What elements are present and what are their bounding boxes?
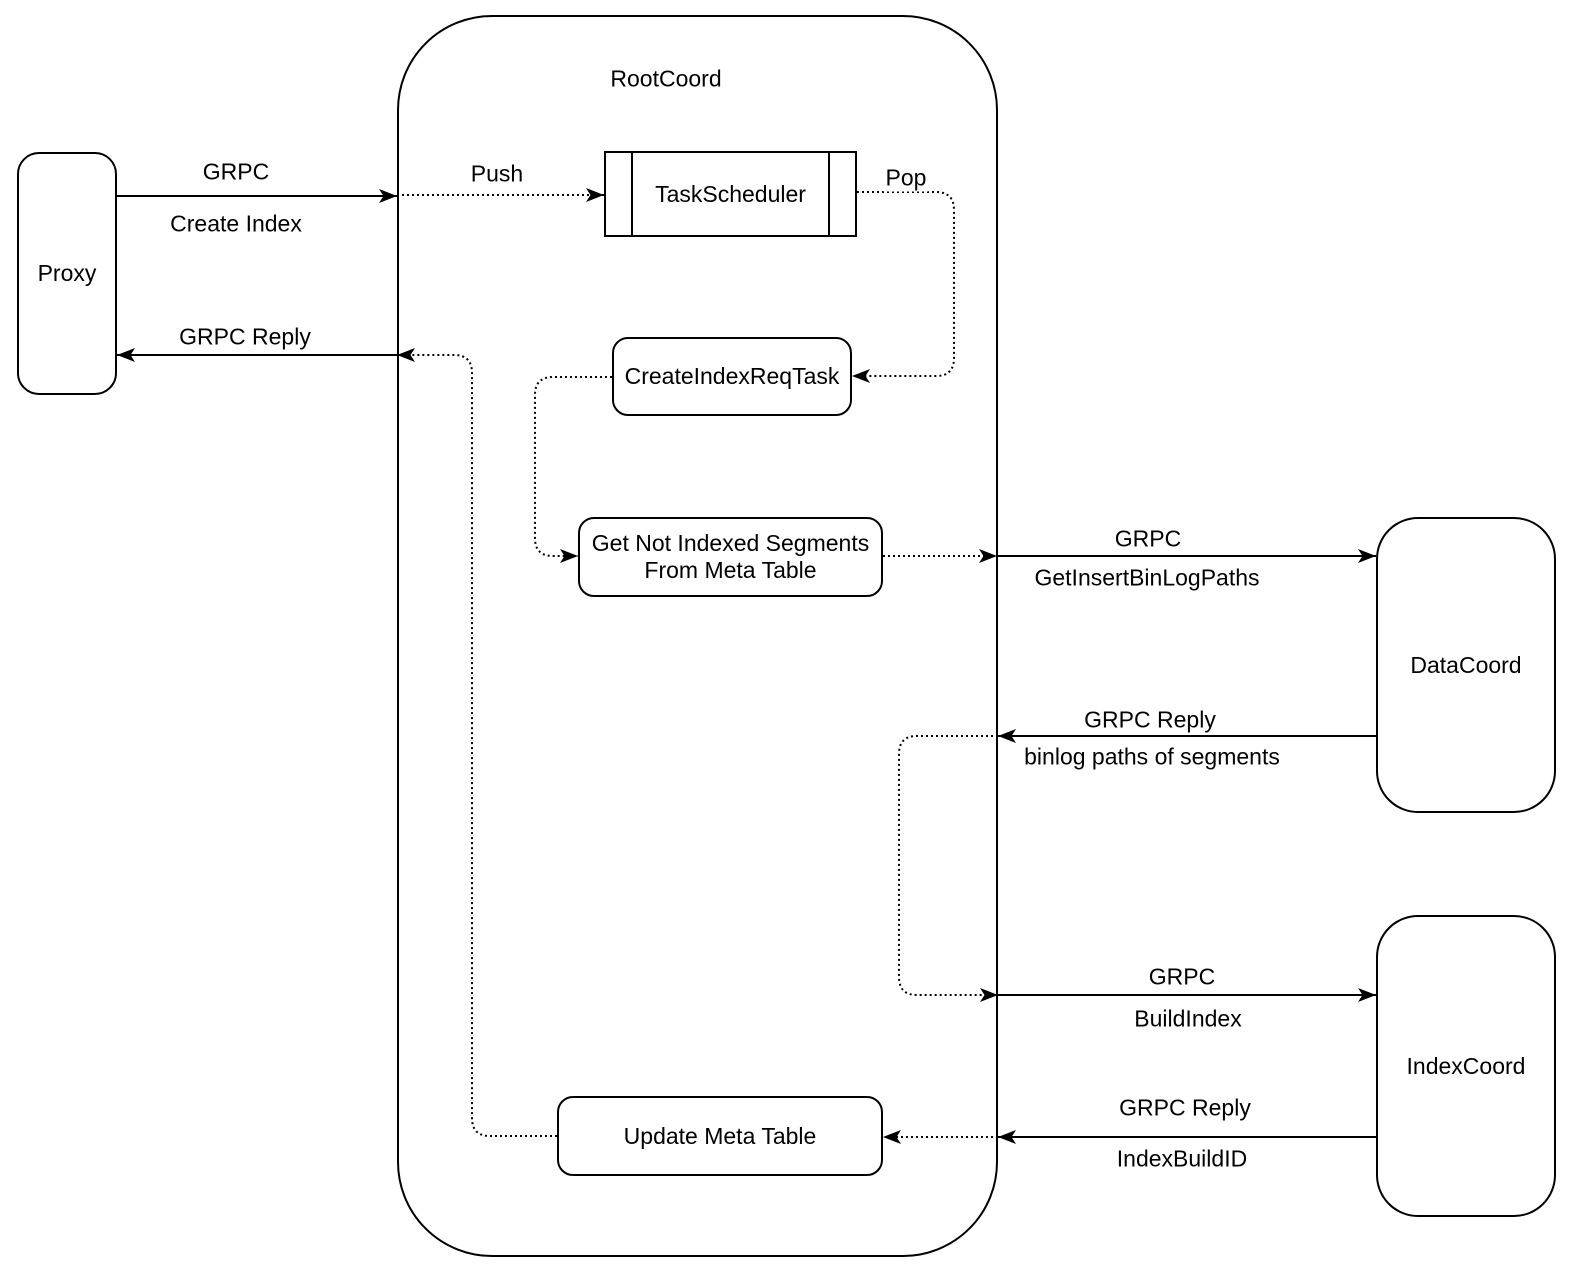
create-index-req-task-label: CreateIndexReqTask bbox=[624, 363, 840, 389]
node-create-index-req-task: CreateIndexReqTask bbox=[612, 337, 852, 416]
get-not-indexed-segments-line2: From Meta Table bbox=[644, 557, 817, 583]
binlog-reply-action-label: binlog paths of segments bbox=[1022, 743, 1282, 771]
node-proxy: Proxy bbox=[17, 152, 117, 395]
create-index-action-label: Create Index bbox=[168, 210, 304, 238]
edge-binlog-to-buildindex-line bbox=[898, 735, 998, 1002]
create-index-protocol-label: GRPC bbox=[200, 158, 272, 186]
task-scheduler-right-bar bbox=[828, 153, 830, 235]
get-not-indexed-segments-line1: Get Not Indexed Segments bbox=[591, 530, 870, 556]
buildindex-protocol-label: GRPC bbox=[1146, 963, 1218, 991]
edge-updatemeta-to-border-line bbox=[397, 348, 557, 1137]
task-scheduler-left-bar bbox=[631, 153, 633, 235]
proxy-label: Proxy bbox=[37, 260, 97, 286]
node-update-meta-table: Update Meta Table bbox=[557, 1096, 883, 1176]
update-meta-table-label: Update Meta Table bbox=[623, 1122, 817, 1149]
node-get-not-indexed-segments: Get Not Indexed Segments From Meta Table bbox=[578, 517, 883, 597]
indexbuildid-protocol-label: GRPC Reply bbox=[1117, 1094, 1253, 1122]
task-scheduler-label: TaskScheduler bbox=[655, 180, 806, 207]
indexcoord-label: IndexCoord bbox=[1406, 1052, 1526, 1079]
indexbuildid-action-label: IndexBuildID bbox=[1114, 1145, 1250, 1173]
pop-label: Pop bbox=[883, 164, 929, 192]
getinsertbinlogpaths-protocol-label: GRPC bbox=[1112, 525, 1184, 553]
node-datacoord: DataCoord bbox=[1376, 517, 1556, 813]
push-label: Push bbox=[468, 160, 526, 188]
edge-pop-line bbox=[852, 191, 955, 383]
edge-reqtask-to-segments-line bbox=[534, 376, 612, 563]
getinsertbinlogpaths-action-label: GetInsertBinLogPaths bbox=[1032, 564, 1262, 592]
node-indexcoord: IndexCoord bbox=[1376, 915, 1556, 1217]
buildindex-action-label: BuildIndex bbox=[1132, 1005, 1244, 1033]
rootcoord-label: RootCoord bbox=[610, 65, 722, 92]
datacoord-label: DataCoord bbox=[1410, 651, 1522, 678]
binlog-reply-protocol-label: GRPC Reply bbox=[1082, 706, 1218, 734]
node-task-scheduler: TaskScheduler bbox=[604, 151, 857, 237]
grpc-reply-proxy-label: GRPC Reply bbox=[177, 323, 313, 351]
